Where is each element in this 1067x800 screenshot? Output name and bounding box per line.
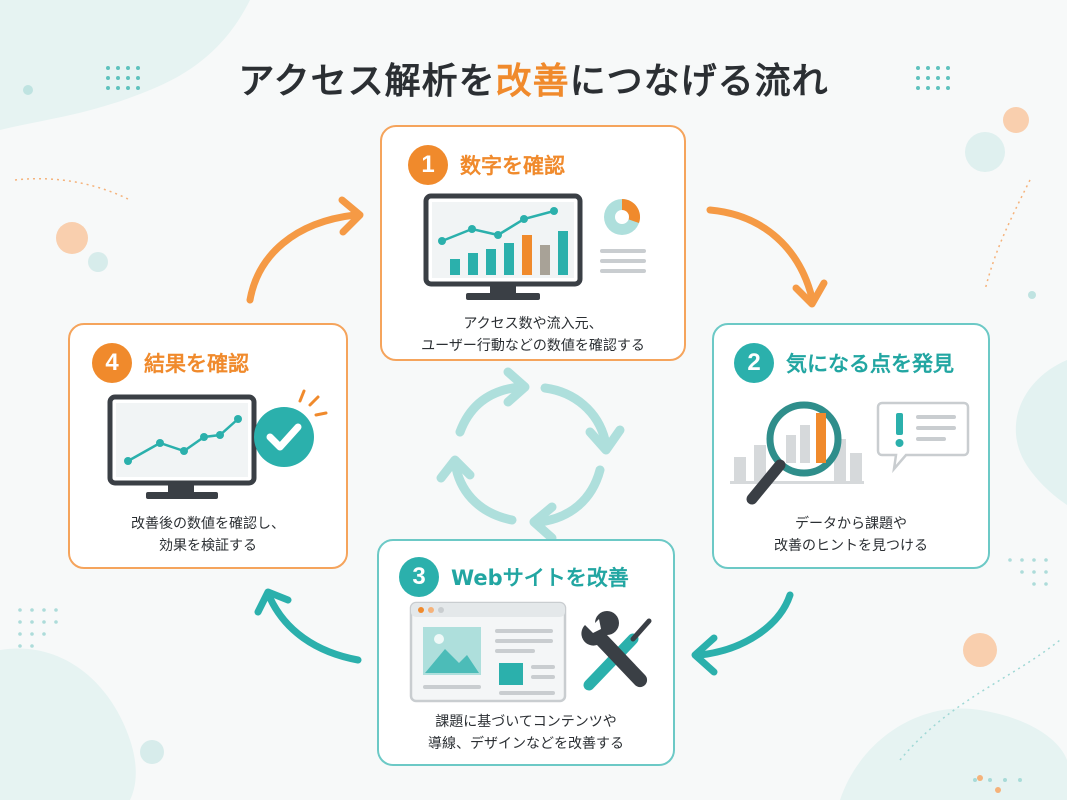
step-description-line: データから課題や: [795, 516, 907, 532]
cycle-icon: [436, 367, 625, 543]
title-text-before: アクセス解析を: [238, 61, 496, 102]
step-header: 2 気になる点を発見: [734, 343, 954, 383]
step-description-line: アクセス数や流入元、: [463, 316, 603, 332]
step-header: 1 数字を確認: [408, 145, 565, 185]
arrow-icon: [266, 594, 362, 664]
step-description-line: 導線、デザインなどを改善する: [428, 736, 624, 752]
magnifier-icon: [730, 401, 864, 505]
pie-chart-icon: [600, 198, 646, 273]
step-number: 4: [92, 343, 132, 383]
step-description-line: 課題に基づいてコンテンツや: [435, 714, 617, 730]
step-card-3: 3 Webサイトを改善 課題に基づいてコンテンツや 導線、デザインなどを改善する: [377, 539, 675, 766]
step-card-4: 4 結果を確認 改善後の数値を確認し、 効果を検証する: [68, 323, 348, 569]
alert-bubble-icon: [876, 401, 970, 473]
browser-window-icon: [409, 601, 567, 703]
step-card-1: 1 数字を確認 アクセス数や流入元、 ユーザー行動などの数値を確認する: [380, 125, 686, 361]
step-description: 改善後の数値を確認し、 効果を検証する: [70, 513, 346, 557]
arrow-icon: [246, 211, 359, 304]
step-description-line: ユーザー行動などの数値を確認する: [421, 338, 645, 354]
monitor-line-chart-icon: [107, 394, 257, 499]
step-description: データから課題や 改善のヒントを見つける: [714, 513, 988, 557]
title-accent: 改善: [495, 61, 570, 102]
step-header: 4 結果を確認: [92, 343, 249, 383]
step-title: 結果を確認: [144, 352, 249, 376]
title-text-after: につなげる流れ: [569, 61, 829, 102]
step-title: 気になる点を発見: [786, 352, 954, 376]
arrow-icon: [706, 206, 816, 302]
arrow-icon: [696, 591, 794, 659]
step-description: 課題に基づいてコンテンツや 導線、デザインなどを改善する: [379, 711, 673, 755]
step-description: アクセス数や流入元、 ユーザー行動などの数値を確認する: [382, 313, 684, 357]
step-description-line: 改善後の数値を確認し、: [131, 516, 285, 532]
step-description-line: 効果を検証する: [159, 538, 257, 554]
step-title: Webサイトを改善: [451, 566, 629, 590]
page-title: アクセス解析を改善につなげる流れ: [0, 52, 1067, 104]
wrench-screwdriver-icon: [581, 611, 652, 691]
check-icon: [254, 389, 328, 467]
step-number: 3: [399, 557, 439, 597]
step-header: 3 Webサイトを改善: [399, 557, 629, 597]
step-number: 1: [408, 145, 448, 185]
step-title: 数字を確認: [460, 154, 565, 178]
monitor-chart-icon: [423, 193, 583, 300]
step-card-2: 2 気になる点を発見 データから課題や 改善のヒントを見つける: [712, 323, 990, 569]
step-number: 2: [734, 343, 774, 383]
step-description-line: 改善のヒントを見つける: [774, 538, 928, 554]
